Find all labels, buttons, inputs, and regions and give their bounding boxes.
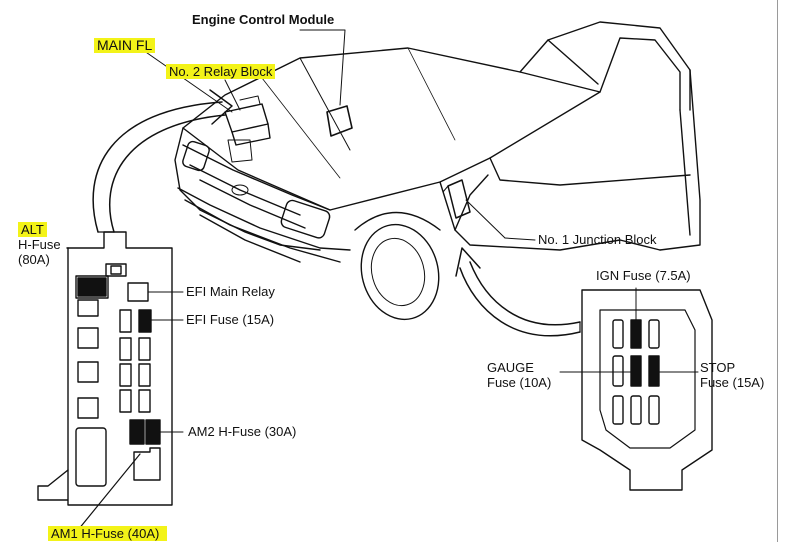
label-gauge-fuse: Fuse (10A) — [487, 375, 552, 390]
label-engine-control-module: Engine Control Module — [192, 12, 335, 27]
junction-block-diagram — [581, 289, 713, 491]
label-alt-hfuse: H-Fuse — [18, 237, 61, 252]
relay-block-diagram — [37, 231, 173, 506]
label-ign-fuse: IGN Fuse (7.5A) — [596, 268, 691, 283]
label-stop: STOP — [700, 360, 736, 375]
label-alt: ALT — [18, 222, 47, 237]
label-alt-rating: (80A) — [18, 252, 50, 267]
label-am2-hfuse: AM2 H-Fuse (30A) — [188, 424, 297, 439]
label-efi-fuse: EFI Fuse (15A) — [186, 312, 275, 327]
arrow-to-junction-block — [455, 247, 581, 337]
arrow-to-relay-block — [92, 89, 233, 233]
right-border — [777, 0, 778, 542]
truck-outline — [174, 21, 701, 321]
label-stop-fuse: Fuse (15A) — [700, 375, 765, 390]
label-relay-block-2: No. 2 Relay Block — [166, 64, 276, 79]
label-main-fl: MAIN FL — [94, 38, 156, 53]
label-gauge: GAUGE — [487, 360, 534, 375]
label-junction-block-1: No. 1 Junction Block — [538, 232, 657, 247]
label-am1-hfuse: AM1 H-Fuse (40A) — [48, 526, 168, 541]
label-efi-main-relay: EFI Main Relay — [186, 284, 275, 299]
